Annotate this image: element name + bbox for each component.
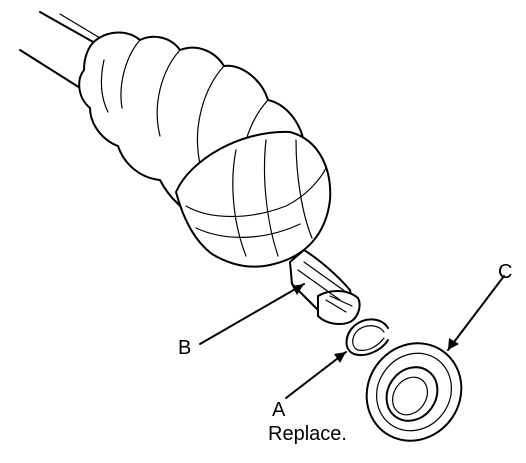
leader-line-c [447,275,505,351]
dust-seal [365,342,463,442]
set-ring [345,318,389,356]
splined-stub [289,249,361,325]
leader-line-a [285,351,347,399]
label-a: A [272,399,286,421]
label-c: C [498,261,513,283]
leader-line-b [199,283,305,345]
outboard-joint-housing [175,130,332,268]
label-b: B [178,337,192,359]
label-a-note: Replace. [268,423,347,445]
